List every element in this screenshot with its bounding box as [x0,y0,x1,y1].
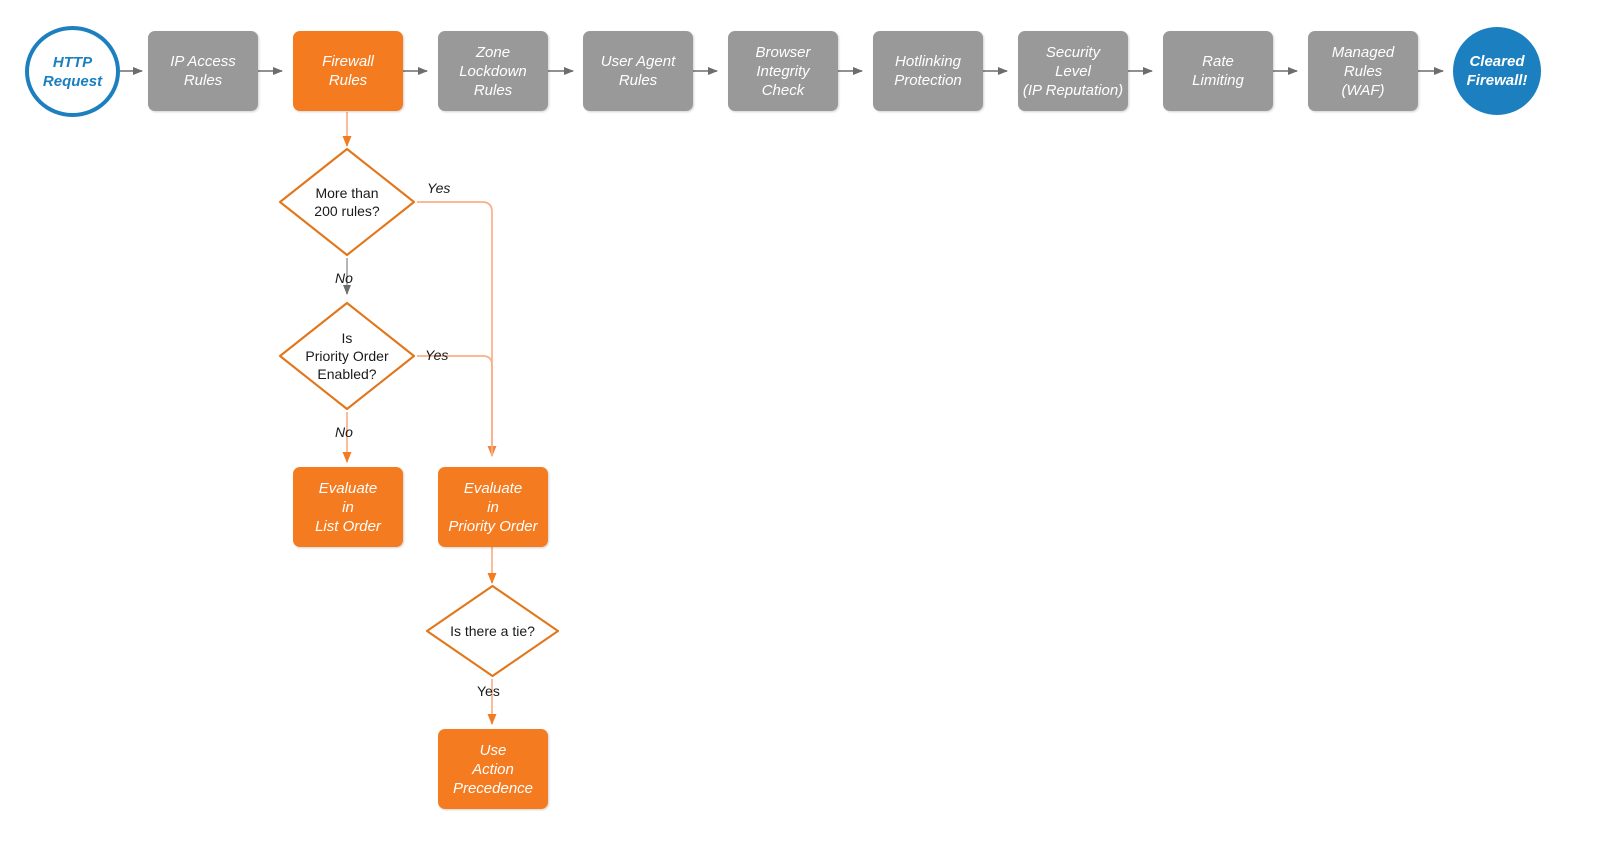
decision-is-there-a-tie[interactable]: Is there a tie? [424,583,561,679]
node-zone-lockdown-rules[interactable]: Zone Lockdown Rules [438,31,548,111]
node-evaluate-in-priority-order[interactable]: Evaluate in Priority Order [438,467,548,547]
node-http-request[interactable]: HTTP Request [25,26,120,117]
node-hotlinking-protection[interactable]: Hotlinking Protection [873,31,983,111]
edge-label-tie-yes: Yes [477,683,500,699]
node-rate-limiting[interactable]: Rate Limiting [1163,31,1273,111]
decision-label: More than 200 rules? [314,185,380,219]
decision-more-than-200-rules[interactable]: More than 200 rules? [277,146,417,258]
edge-label-priority-enabled-no: No [335,424,353,440]
node-security-level[interactable]: Security Level (IP Reputation) [1018,31,1128,111]
decision-is-priority-order-enabled[interactable]: Is Priority Order Enabled? [277,300,417,412]
decision-label: Is there a tie? [450,623,535,639]
edge-label-more-rules-yes: Yes [427,180,451,196]
node-browser-integrity-check[interactable]: Browser Integrity Check [728,31,838,111]
node-use-action-precedence[interactable]: Use Action Precedence [438,729,548,809]
diamond-shape [425,584,560,678]
node-cleared-firewall[interactable]: Cleared Firewall! [1453,27,1541,115]
node-ip-access-rules[interactable]: IP Access Rules [148,31,258,111]
node-firewall-rules[interactable]: Firewall Rules [293,31,403,111]
edge-priority-enabled-yes-to-priority-order [417,355,493,456]
diamond-shape [278,301,416,411]
decision-label: Is Priority Order Enabled? [305,330,389,382]
node-evaluate-in-list-order[interactable]: Evaluate in List Order [293,467,403,547]
node-managed-rules-waf[interactable]: Managed Rules (WAF) [1308,31,1418,111]
diamond-shape [278,147,416,257]
node-user-agent-rules[interactable]: User Agent Rules [583,31,693,111]
edge-label-more-rules-no: No [335,270,353,286]
edge-label-priority-enabled-yes: Yes [425,347,449,363]
edge-more-rules-yes-to-priority-order [417,201,497,457]
